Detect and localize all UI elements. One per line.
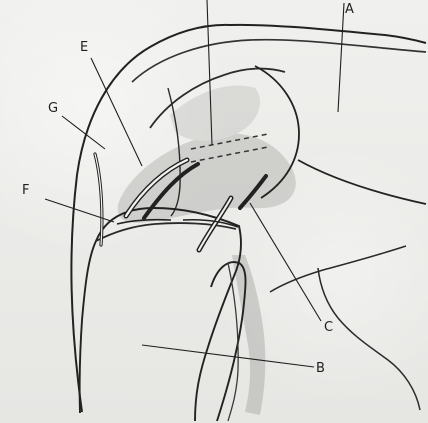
label-f: F	[22, 183, 29, 198]
label-c: C	[324, 320, 333, 335]
label-b: B	[316, 361, 325, 376]
label-e: E	[80, 40, 88, 55]
femur-upper-contour	[132, 40, 426, 82]
calf-contour	[270, 246, 406, 292]
label-e-leader	[91, 58, 142, 166]
label-c-leader	[250, 203, 321, 321]
label-f-leader	[45, 199, 114, 222]
posterior-tissue-contour	[318, 268, 420, 410]
femur-posterior-edge	[298, 160, 426, 204]
shading-group	[118, 86, 296, 415]
label-a-leader	[338, 3, 344, 112]
label-a: A	[345, 2, 354, 17]
condyle-shadow	[170, 86, 260, 141]
tibia-outline	[80, 208, 241, 421]
label-b-leader	[142, 345, 314, 367]
label-g: G	[48, 101, 58, 116]
